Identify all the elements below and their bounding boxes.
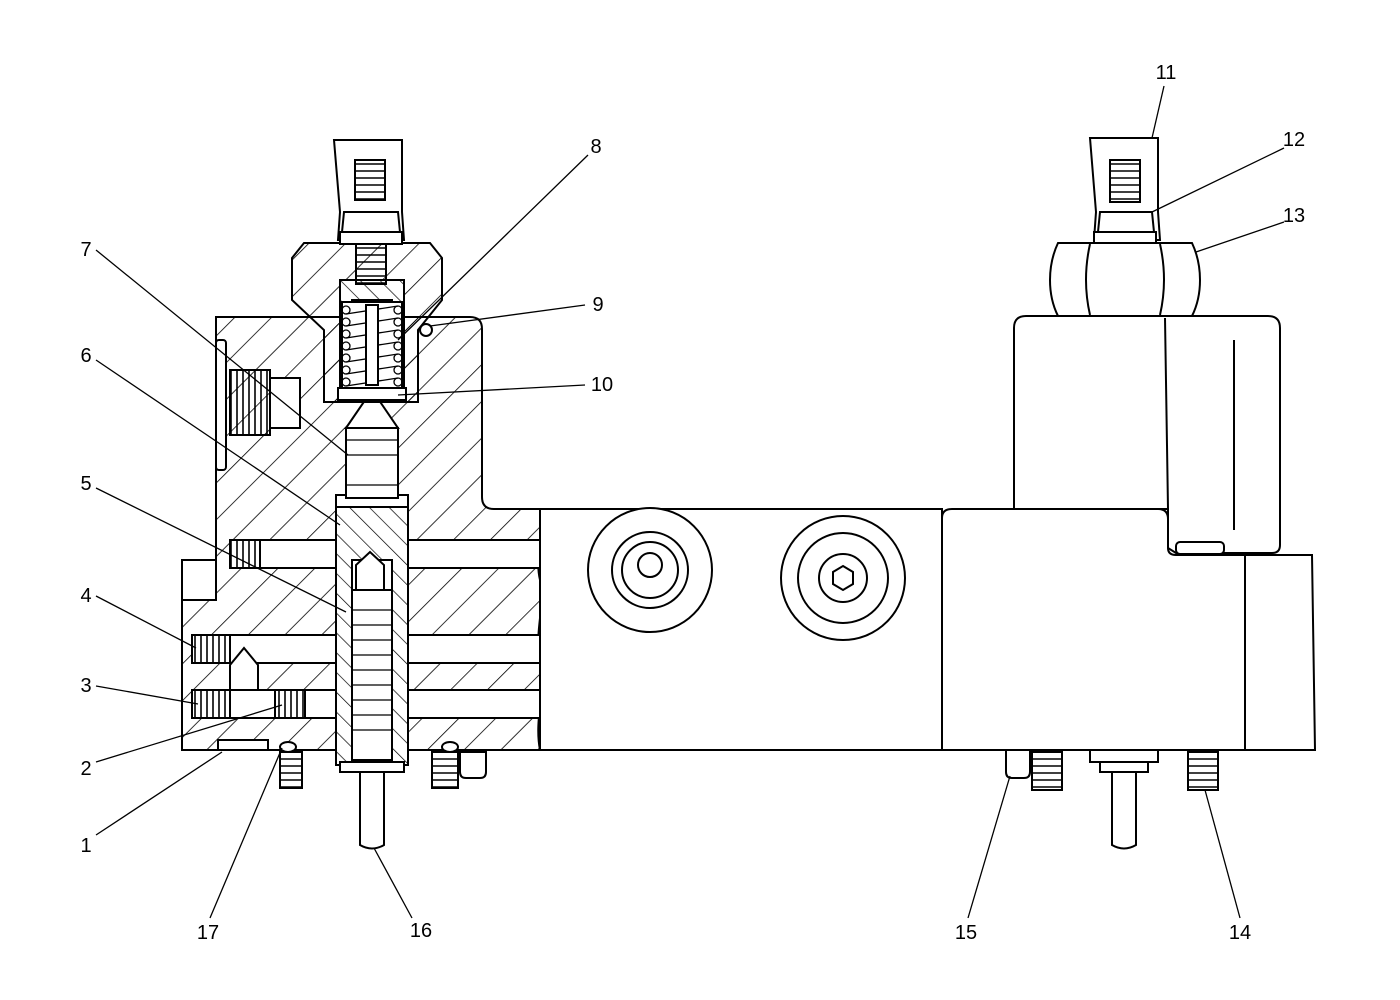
bottom-plugs-left	[279, 741, 487, 789]
callout-8: 8	[590, 136, 601, 158]
callout-14: 14	[1229, 922, 1251, 944]
callout-labels: 1 2 3 4 5 6 7 8 9 10 11 12 13 14 15 16 1…	[80, 62, 1305, 944]
callout-13: 13	[1283, 205, 1305, 227]
callout-7: 7	[80, 239, 91, 261]
adjusting-screw-left	[332, 139, 406, 285]
callout-3: 3	[80, 675, 91, 697]
callout-12: 12	[1283, 129, 1305, 151]
poppet	[335, 388, 409, 508]
spring	[341, 301, 403, 389]
spool-stem	[359, 771, 385, 850]
callout-11: 11	[1156, 62, 1177, 84]
callout-2: 2	[80, 758, 91, 780]
callout-16: 16	[410, 920, 432, 942]
callout-10: 10	[591, 374, 613, 396]
spool	[339, 550, 405, 773]
callout-9: 9	[592, 294, 603, 316]
callout-17: 17	[197, 922, 219, 944]
right-valve-body-exterior	[539, 137, 1317, 850]
callout-6: 6	[80, 345, 91, 367]
hex-nut	[1048, 242, 1202, 317]
bottom-plugs-right	[1005, 749, 1219, 850]
adjusting-screw-right	[1088, 137, 1162, 244]
callout-1: 1	[80, 835, 91, 857]
callout-5: 5	[80, 473, 91, 495]
relief-valve-cap	[291, 242, 443, 403]
leader-lines	[95, 85, 1285, 919]
callout-15: 15	[955, 922, 977, 944]
left-valve-body-section	[181, 139, 543, 850]
callout-4: 4	[80, 585, 91, 607]
